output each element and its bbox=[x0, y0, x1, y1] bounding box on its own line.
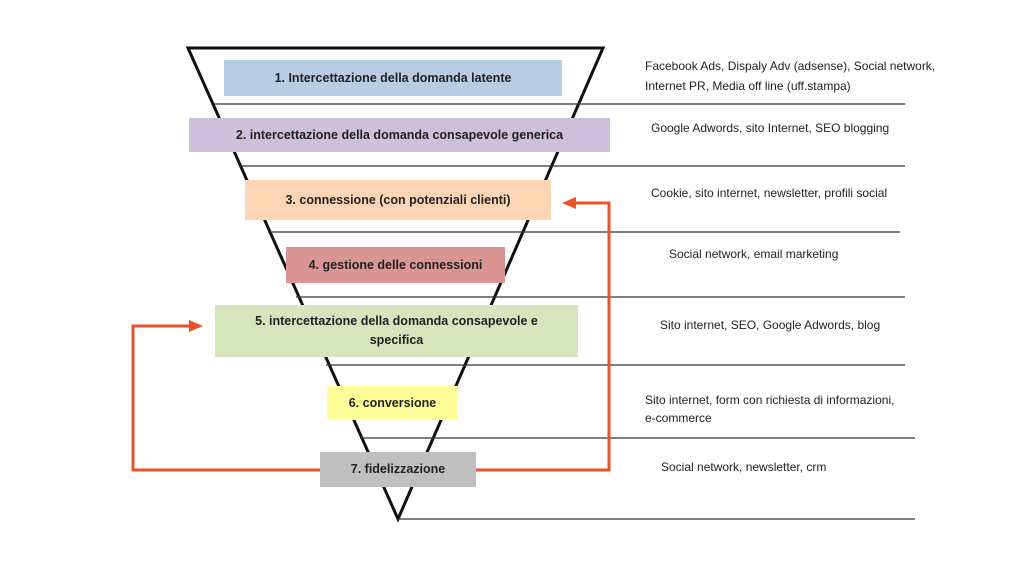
stage-5-box: 5. intercettazione della domanda consape… bbox=[215, 305, 578, 357]
tools-line: Sito internet, form con richiesta di inf… bbox=[645, 393, 895, 407]
arrowhead-right bbox=[562, 197, 576, 209]
tools-stage-5: Sito internet, SEO, Google Adwords, blog bbox=[660, 315, 880, 335]
tools-line: Sito internet, SEO, Google Adwords, blog bbox=[660, 318, 881, 332]
funnel-outline bbox=[185, 46, 606, 523]
loop-arrow-left bbox=[131, 324, 320, 472]
tools-line: Internet PR, Media off line (uff.stampa) bbox=[645, 79, 851, 93]
stage-3-box: 3. connessione (con potenziali clienti) bbox=[245, 180, 551, 220]
tools-line: e-commerce bbox=[645, 411, 712, 425]
stage-1-box: 1. Intercettazione della domanda latente bbox=[224, 60, 562, 96]
stage-4-box: 4. gestione delle connessioni bbox=[286, 247, 505, 283]
arrowhead-left bbox=[189, 320, 203, 332]
tools-line: Google Adwords, sito Internet, SEO blogg… bbox=[651, 121, 890, 135]
stage-7-box: 7. fidelizzazione bbox=[320, 452, 476, 487]
tools-line: Social network, email marketing bbox=[669, 247, 839, 261]
tools-stage-2: Google Adwords, sito Internet, SEO blogg… bbox=[651, 118, 889, 138]
tools-line: Social network, newsletter, crm bbox=[661, 460, 827, 474]
tools-line: Facebook Ads, Dispaly Adv (adsense), Soc… bbox=[645, 59, 936, 73]
stage-2-box: 2. intercettazione della domanda consape… bbox=[189, 118, 610, 152]
tools-line: Cookie, sito internet, newsletter, profi… bbox=[651, 186, 888, 200]
loop-arrow-right bbox=[476, 201, 611, 472]
separator-lines bbox=[214, 103, 915, 520]
tools-stage-4: Social network, email marketing bbox=[669, 244, 838, 264]
tools-stage-6: Sito internet, form con richiesta di inf… bbox=[645, 390, 894, 428]
tools-stage-3: Cookie, sito internet, newsletter, profi… bbox=[651, 183, 887, 203]
tools-stage-1: Facebook Ads, Dispaly Adv (adsense), Soc… bbox=[645, 56, 935, 96]
tools-stage-7: Social network, newsletter, crm bbox=[661, 457, 826, 477]
stage-6-box: 6. conversione bbox=[327, 386, 458, 420]
